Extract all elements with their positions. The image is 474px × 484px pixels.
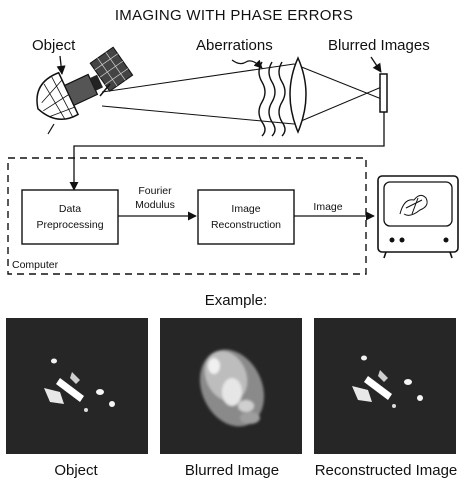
image-output-label: Image [313,201,342,213]
data-preprocessing-label-2: Preprocessing [36,219,103,231]
monitor-icon [377,175,459,259]
detector-icon [379,73,388,113]
image-reconstruction-label-1: Image [231,203,260,215]
image-reconstruction-label-2: Reconstruction [211,219,281,231]
satellite-icon [36,46,134,135]
aberrations-pointer-arrow [231,59,263,69]
fourier-label-2: Modulus [135,199,175,211]
blurred-image-caption: Blurred Image [185,462,279,479]
aberration-waves [258,61,286,137]
lens-icon [289,56,307,134]
blurred-image-panel [160,318,302,454]
computer-label: Computer [12,259,59,271]
fourier-label-1: Fourier [138,185,172,197]
object-pointer-arrow [56,55,66,75]
object-label: Object [32,37,76,54]
computer-boundary [7,157,367,275]
blurred-images-pointer-arrow [370,56,382,73]
light-rays [101,63,385,125]
diagram-title: IMAGING WITH PHASE ERRORS [115,7,353,24]
object-caption: Object [54,462,98,479]
example-heading: Example: [205,292,268,309]
image-reconstruction-box [197,189,295,245]
data-preprocessing-label-1: Data [59,203,81,215]
reconstructed-image-caption: Reconstructed Image [315,462,458,479]
data-preprocessing-box [21,189,119,245]
object-image-panel [6,318,148,454]
detector-to-computer-arrow [69,112,385,191]
aberrations-label: Aberrations [196,37,273,54]
blurred-images-label: Blurred Images [328,37,430,54]
reconstructed-image-panel [314,318,456,454]
